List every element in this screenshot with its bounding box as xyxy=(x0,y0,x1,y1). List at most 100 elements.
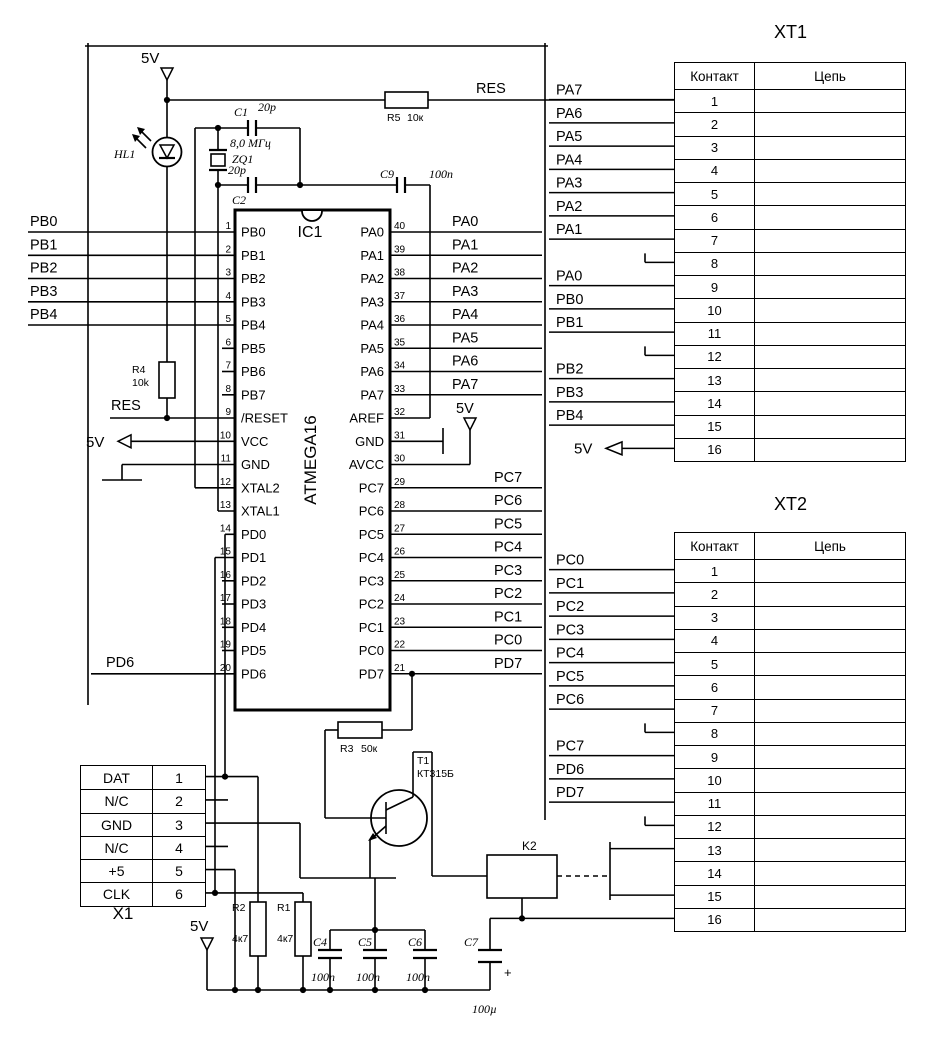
net-cell xyxy=(755,630,905,652)
pin-number-cell: 8 xyxy=(675,252,755,275)
net-cell xyxy=(755,253,905,275)
column-header: Цепь xyxy=(814,68,846,84)
pin-number-cell: 4 xyxy=(675,629,755,652)
r2-ref: R2 xyxy=(232,902,246,914)
v5-label: 5V xyxy=(190,918,208,935)
table-row: 15 xyxy=(675,414,905,438)
junction-dot xyxy=(371,926,379,934)
net-cell xyxy=(755,346,905,368)
net-label: PB2 xyxy=(556,362,583,378)
bus-net-label: PC5 xyxy=(494,516,522,532)
ic-pin-name: PD7 xyxy=(359,666,384,681)
junction-dot xyxy=(214,181,222,189)
pin-number-cell: 11 xyxy=(675,322,755,345)
ic-pin-number: 12 xyxy=(220,477,232,488)
ic-pin-name: /RESET xyxy=(241,411,288,426)
ic-pin-number: 4 xyxy=(225,291,231,302)
net-cell xyxy=(755,299,905,321)
pin-number-cell: 9 xyxy=(675,276,755,299)
v5-label: 5V xyxy=(456,401,474,417)
ic-pin-number: 23 xyxy=(394,616,406,627)
k2-ref: K2 xyxy=(522,839,537,853)
table-row: 6 xyxy=(675,675,905,699)
ic-pin-name: PA4 xyxy=(360,318,384,333)
ic-pin-name: PB6 xyxy=(241,364,266,379)
table-row: 2 xyxy=(675,582,905,606)
ic-pin-number: 26 xyxy=(394,547,406,558)
ic-pin-number: 25 xyxy=(394,570,406,581)
ic-pin-number: 37 xyxy=(394,291,406,302)
ic-pin-name: PC1 xyxy=(359,620,384,635)
net-label: PB4 xyxy=(556,408,583,424)
ic-pin-number: 39 xyxy=(394,244,406,255)
resistor-r2 xyxy=(249,901,267,957)
ic-pin-number: 30 xyxy=(394,454,406,465)
table-row: 4 xyxy=(675,158,905,182)
xt2-title: XT2 xyxy=(773,494,807,514)
pin-number-cell: 10 xyxy=(675,769,755,792)
table-row: 14 xyxy=(675,391,905,415)
signal-name-cell: +5 xyxy=(81,860,153,883)
bus-net-label: PA3 xyxy=(452,284,478,300)
net-label: PA2 xyxy=(556,199,582,215)
net-label: PC0 xyxy=(556,553,584,569)
pin-number-cell: 1 xyxy=(175,769,183,786)
c6-ref: C6 xyxy=(408,935,422,949)
table-row: 1 xyxy=(675,89,905,113)
table-row: 16 xyxy=(675,907,905,931)
ic-pin-name: PC4 xyxy=(359,550,384,565)
crystal-zq1 xyxy=(210,153,226,167)
table-row: 9 xyxy=(675,745,905,769)
ic-pin-name: PB0 xyxy=(241,225,266,240)
c1-ref: C1 xyxy=(234,105,248,119)
net-cell xyxy=(755,276,905,298)
x1-title: X1 xyxy=(112,904,134,923)
net-label: PA6 xyxy=(556,106,582,122)
net-label: PB3 xyxy=(556,385,583,401)
pin-number-cell: 7 xyxy=(675,229,755,252)
ic-pin-name: PD4 xyxy=(241,620,266,635)
c2-ref: C2 xyxy=(232,193,246,207)
table-row: 2 xyxy=(675,112,905,136)
net-label-res: RES xyxy=(476,81,506,97)
net-label-pd6: PD6 xyxy=(106,655,134,671)
bus-net-label: PA7 xyxy=(452,377,478,393)
v5-label: 5V xyxy=(86,434,104,451)
net-label: PA5 xyxy=(556,129,582,145)
ic-pin-number: 1 xyxy=(225,221,231,232)
ic-pin-number: 6 xyxy=(225,337,231,348)
bus-net-label: PC3 xyxy=(494,563,522,579)
ic-pin-name: PC7 xyxy=(359,480,384,495)
net-label: 5V xyxy=(574,440,592,457)
ic-pin-name: AREF xyxy=(349,411,384,426)
net-label-pb2: PB2 xyxy=(30,261,57,277)
pin-number-cell: 7 xyxy=(675,699,755,722)
c2-value: 20p xyxy=(228,163,246,177)
c7-polarity: + xyxy=(504,965,512,980)
ic-pin-number: 10 xyxy=(220,430,232,441)
net-cell xyxy=(755,206,905,228)
ic-pin-number: 8 xyxy=(225,384,231,395)
net-cell xyxy=(755,439,905,461)
pin-number-cell: 9 xyxy=(675,746,755,769)
net-cell xyxy=(755,583,905,605)
bus-net-label: PC4 xyxy=(494,540,522,556)
v5-symbol xyxy=(159,67,175,82)
signal-name-cell: N/C xyxy=(81,790,153,813)
pin-number-cell: 6 xyxy=(675,206,755,229)
ic-pin-name: PC2 xyxy=(359,597,384,612)
hl1-label: HL1 xyxy=(113,147,135,161)
junction-dot xyxy=(221,773,229,780)
ic-pin-number: 14 xyxy=(220,523,232,534)
table-row: 9 xyxy=(675,275,905,299)
ic-pin-name: PB4 xyxy=(241,318,266,333)
pin-number-cell: 3 xyxy=(675,606,755,629)
table-row: 8 xyxy=(675,251,905,275)
relay-k2 xyxy=(486,854,558,899)
ic-body xyxy=(233,208,392,712)
pin-number-cell: 13 xyxy=(675,839,755,862)
left-arrow xyxy=(604,440,623,456)
